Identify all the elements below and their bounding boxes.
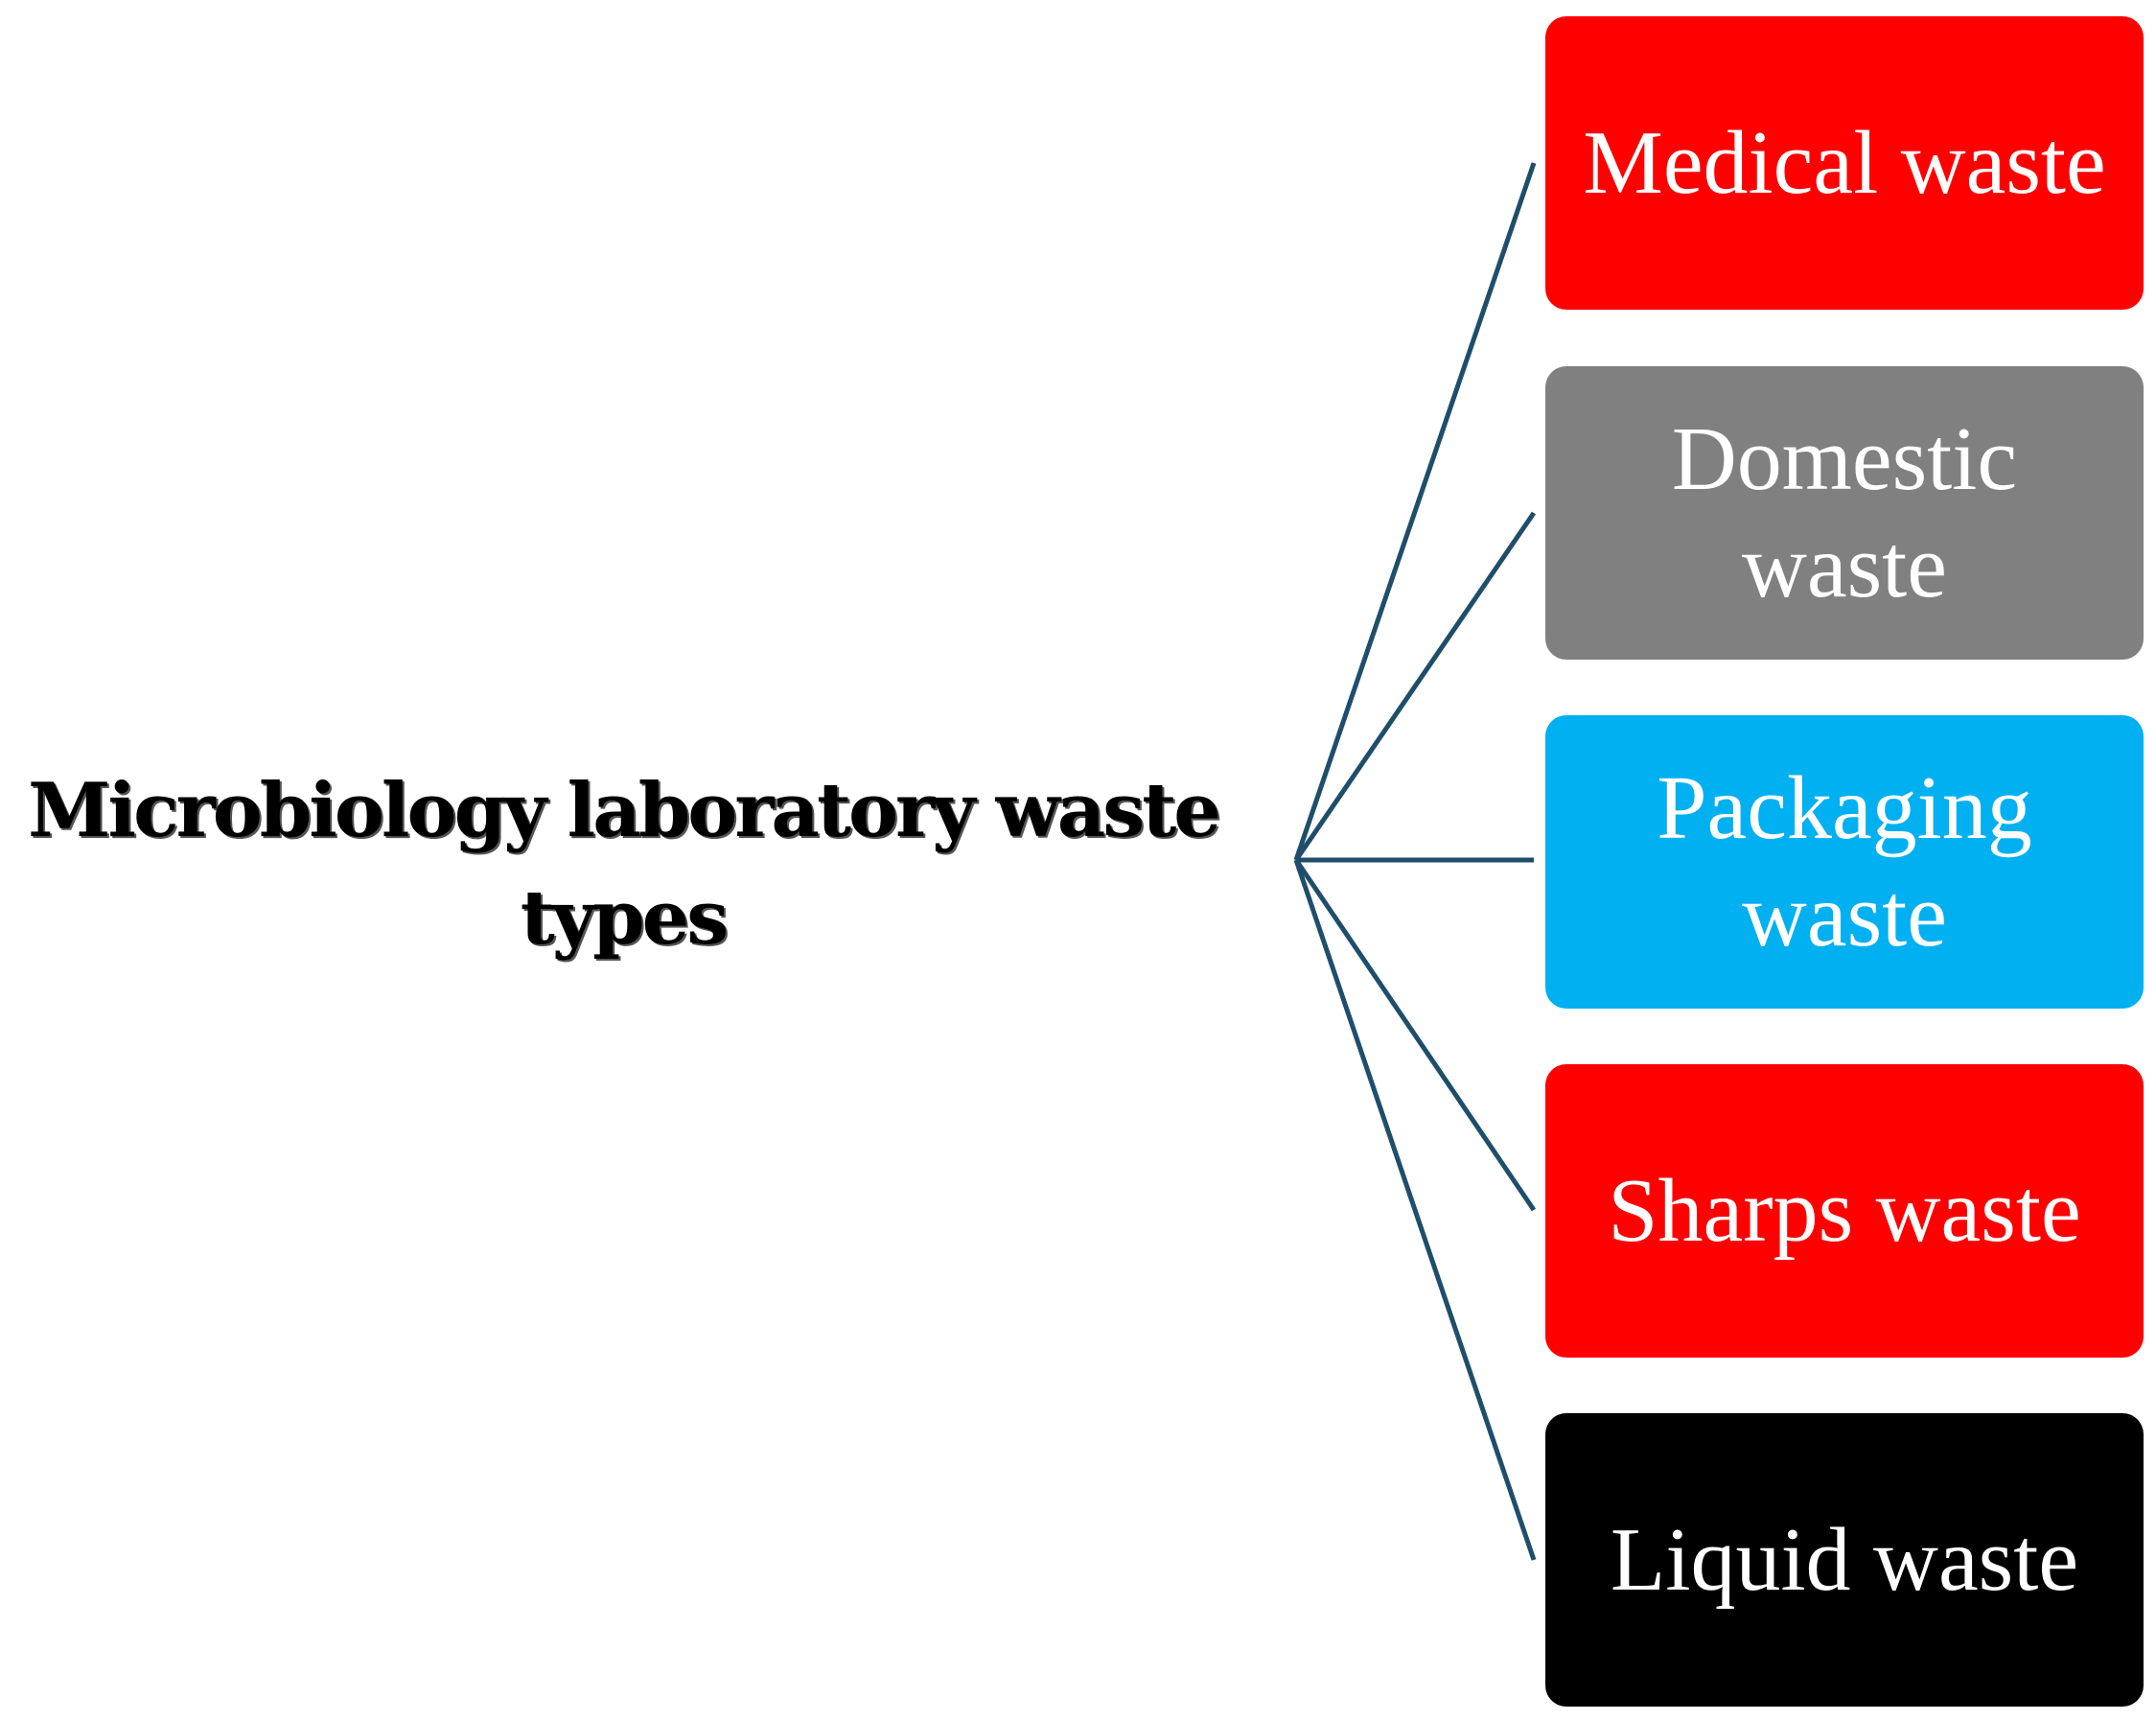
connector-sharps	[1293, 858, 1537, 1212]
category-label-domestic: Domestic waste	[1671, 409, 2018, 616]
category-box-sharps: Sharps waste	[1545, 1064, 2144, 1358]
category-box-packaging: Packaging waste	[1545, 715, 2144, 1009]
category-label-sharps: Sharps waste	[1608, 1161, 2081, 1261]
root-node-label: Microbiology laboratory waste types	[28, 767, 1221, 962]
connector-domestic	[1293, 511, 1537, 862]
category-box-liquid: Liquid waste	[1545, 1413, 2144, 1707]
category-label-medical: Medical waste	[1583, 113, 2106, 213]
category-label-packaging: Packaging waste	[1657, 758, 2032, 965]
category-box-domestic: Domestic waste	[1545, 366, 2144, 660]
category-box-medical: Medical waste	[1545, 16, 2144, 310]
category-label-liquid: Liquid waste	[1610, 1510, 2079, 1610]
connector-medical	[1293, 162, 1537, 861]
connector-liquid	[1293, 859, 1537, 1561]
